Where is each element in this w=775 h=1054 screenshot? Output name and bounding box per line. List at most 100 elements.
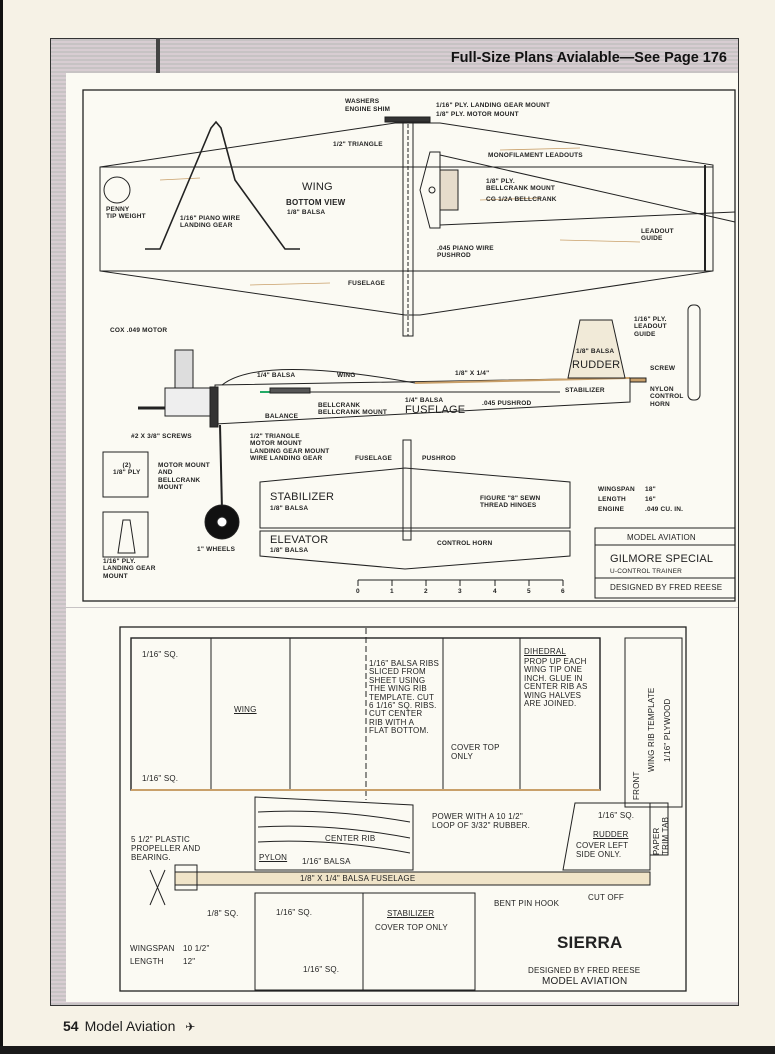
magazine-name: Model Aviation [84, 1018, 176, 1034]
scale-label: 5 [527, 588, 531, 595]
airplane-icon: ✈ [185, 1020, 196, 1034]
label-stab-fuselage: FUSELAGE [355, 455, 392, 462]
label-motor-mount: 1/8" PLY. MOTOR MOUNT [436, 111, 519, 118]
label-stabilizer: STABILIZER [387, 909, 435, 918]
spec-key: ENGINE [598, 506, 625, 513]
label-sq-18: 1/8" SQ. [207, 909, 239, 918]
label-cox-motor: COX .049 MOTOR [110, 327, 168, 334]
sierra-designer: DESIGNED BY FRED REESE [528, 966, 641, 975]
label-lg-mount: 1/16" PLY. LANDING GEAR MOUNT [436, 102, 551, 109]
page-number: 54 [63, 1018, 79, 1034]
label-sq-bottom: 1/16" SQ. [142, 774, 179, 783]
label-control-horn: CONTROL HORN [437, 540, 493, 547]
label-piano-pushrod: .045 PIANO WIRE PUSHROD [437, 245, 494, 260]
label-bc-mount: 1/8" PLY. BELLCRANK MOUNT [486, 178, 556, 193]
label-ply-box: (2) 1/8" PLY [113, 462, 141, 477]
label-ply-leadout-guide: 1/16" PLY. LEADOUT GUIDE [634, 316, 667, 338]
spec-value: 10 1/2" [183, 944, 210, 953]
label-template-name: WING RIB TEMPLATE [647, 687, 656, 772]
label-trim-tab: PAPER TRIM TAB [652, 816, 671, 855]
spec-key: LENGTH [130, 957, 164, 966]
label-bellcrank: BELLCRANK BELLCRANK MOUNT [318, 402, 388, 417]
gilmore-special-panel [66, 73, 738, 607]
label-fuselage: 1/8" X 1/4" BALSA FUSELAGE [300, 874, 416, 883]
spec-value: 12" [183, 957, 196, 966]
sierra-panel [66, 608, 738, 1002]
label-stab-note: COVER TOP ONLY [375, 923, 448, 932]
label-monofilament: MONOFILAMENT LEADOUTS [488, 152, 583, 159]
label-cut-off: CUT OFF [588, 893, 624, 902]
scale-label: 0 [356, 588, 360, 595]
label-template-front: FRONT [632, 771, 641, 800]
title-subtitle: U-CONTROL TRAINER [610, 568, 683, 575]
label-screws: #2 X 3/8" SCREWS [131, 433, 192, 440]
label-stabilizer-side: STABILIZER [565, 387, 605, 394]
label-fuselage: FUSELAGE [348, 280, 385, 287]
label-lg-mount-caption: 1/16" PLY. LANDING GEAR MOUNT [103, 558, 156, 580]
sierra-publisher: MODEL AVIATION [542, 976, 628, 987]
spec-value: .049 CU. IN. [645, 506, 684, 513]
label-piano-lg: 1/16" PIANO WIRE LANDING GEAR [180, 215, 241, 230]
label-pylon-balsa: 1/16" BALSA [302, 857, 351, 866]
label-fuse-balsa: 1/4" BALSA [405, 397, 444, 404]
label-center-rib: CENTER RIB [325, 834, 376, 843]
label-pylon: PYLON [259, 853, 288, 862]
sierra-drawing [119, 626, 687, 992]
title-publisher: MODEL AVIATION [627, 533, 696, 542]
label-power: POWER WITH A 10 1/2" LOOP OF 3/32" RUBBE… [432, 812, 531, 831]
label-spar: 1/8" X 1/4" [455, 370, 490, 377]
label-nylon-horn: NYLON CONTROL HORN [650, 386, 684, 408]
label-cg-bellcrank: CG 1/2A BELLCRANK [486, 196, 557, 203]
label-stab-balsa: 1/8" BALSA [270, 505, 309, 512]
label-wing-balsa-14: 1/4" BALSA [257, 372, 296, 379]
label-wheels: 1" WHEELS [197, 546, 236, 553]
label-rudder-sq: 1/16" SQ. [598, 811, 635, 820]
label-mount-caption: MOTOR MOUNT AND BELLCRANK MOUNT [158, 462, 210, 492]
label-propeller: 5 1/2" PLASTIC PROPELLER AND BEARING. [131, 835, 201, 863]
label-elev-balsa: 1/8" BALSA [270, 547, 309, 554]
label-pin-hook: BENT PIN HOOK [494, 899, 560, 908]
scale-label: 1 [390, 588, 394, 595]
label-sq-top: 1/16" SQ. [142, 650, 179, 659]
spec-value: 16" [645, 496, 656, 503]
title-name: GILMORE SPECIAL [610, 553, 714, 565]
plans-banner: Full-Size Plans Avialable—See Page 176 [450, 50, 727, 66]
scale-label: 4 [493, 588, 497, 595]
header-divider [156, 38, 160, 74]
label-wing-side: WING [337, 372, 356, 379]
label-template-ply: 1/16" PLYWOOD [663, 698, 672, 762]
label-dihedral-note: PROP UP EACH WING TIP ONE INCH. GLUE IN … [524, 657, 588, 708]
gilmore-drawing [82, 89, 736, 602]
label-stabilizer: STABILIZER [270, 491, 335, 503]
label-rudder: RUDDER [593, 830, 629, 839]
label-stab-pushrod: PUSHROD [422, 455, 456, 462]
label-wing: WING [234, 705, 257, 714]
label-penny: PENNY TIP WEIGHT [106, 206, 146, 221]
label-dihedral: DIHEDRAL [524, 647, 567, 656]
label-bottom-view: BOTTOM VIEW [286, 198, 346, 207]
spec-key: WINGSPAN [598, 486, 635, 493]
label-triangle: 1/2" TRIANGLE [333, 141, 383, 148]
scan-edge-bottom [0, 1046, 775, 1054]
label-wing-balsa: 1/8" BALSA [287, 209, 326, 216]
label-hinges: FIGURE "8" SEWN THREAD HINGES [480, 495, 541, 510]
label-ribs-note: 1/16" BALSA RIBS SLICED FROM SHEET USING… [369, 659, 440, 736]
label-washers: WASHERS [345, 98, 380, 105]
label-screw: SCREW [650, 365, 676, 372]
spec-key: WINGSPAN [130, 944, 175, 953]
spec-key: LENGTH [598, 496, 626, 503]
label-fuselage-side: FUSELAGE [405, 404, 466, 416]
label-stab-sq2: 1/16" SQ. [303, 965, 340, 974]
label-balance: BALANCE [265, 413, 299, 420]
spec-value: 18" [645, 486, 656, 493]
sierra-title: SIERRA [557, 933, 623, 952]
label-engine-shim: ENGINE SHIM [345, 106, 391, 113]
title-designer: DESIGNED BY FRED REESE [610, 583, 723, 592]
label-cover-top: COVER TOP ONLY [451, 743, 500, 762]
label-nose-parts: 1/2" TRIANGLE MOTOR MOUNT LANDING GEAR M… [250, 433, 330, 463]
scale-label: 3 [458, 588, 462, 595]
scale-label: 6 [561, 588, 565, 595]
label-elevator: ELEVATOR [270, 534, 329, 546]
scan-edge [0, 0, 3, 1054]
